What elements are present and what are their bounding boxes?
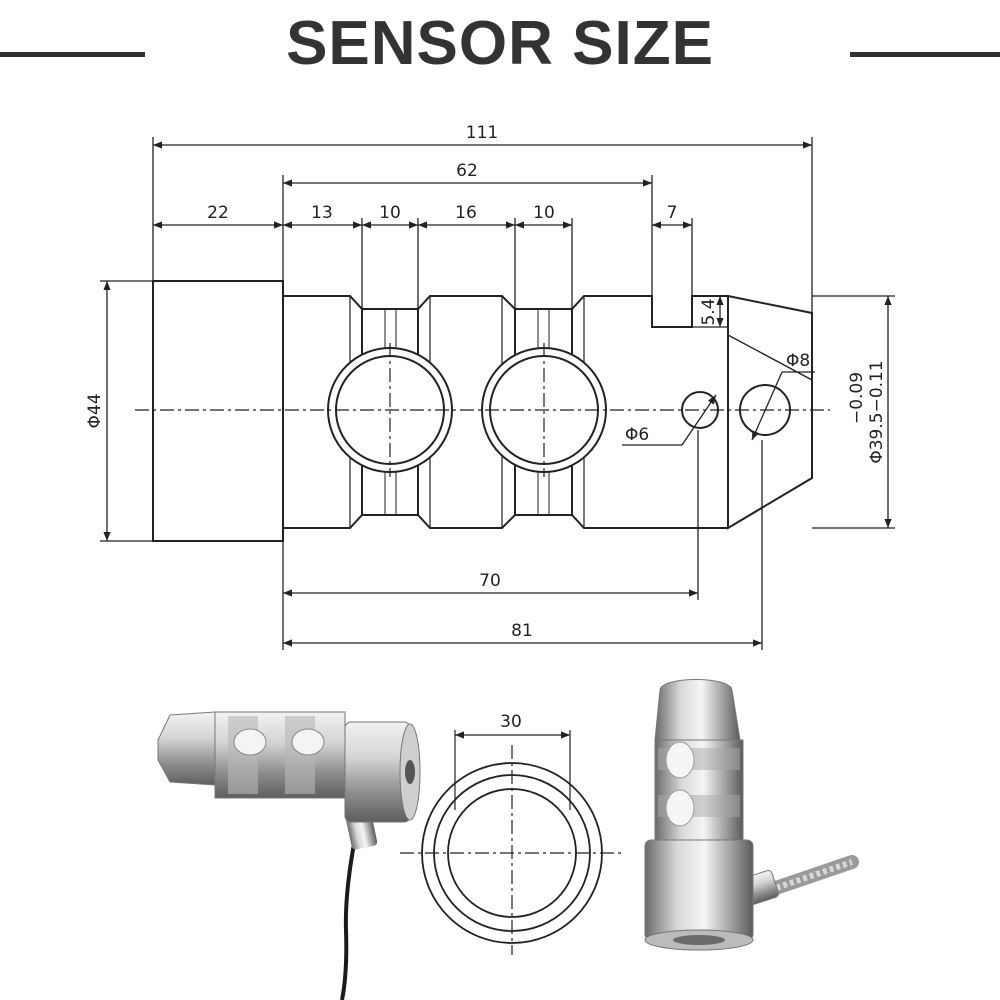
end-view bbox=[421, 730, 603, 944]
dim-phi39-5: Φ39.5−0.11 bbox=[867, 360, 887, 463]
dim-10-a: 10 bbox=[379, 203, 401, 223]
dim-81: 81 bbox=[511, 621, 533, 641]
tapered-nose bbox=[727, 294, 813, 530]
sensor-photo-vertical bbox=[644, 679, 859, 951]
dim-phi8: Φ8 bbox=[786, 351, 810, 371]
dim-phi6: Φ6 bbox=[625, 425, 649, 445]
dim-62: 62 bbox=[456, 161, 478, 181]
dim-22: 22 bbox=[207, 203, 229, 223]
title-rule-right bbox=[850, 52, 1000, 57]
dim-5-4: 5.4 bbox=[699, 298, 719, 325]
sensor-head-vertical bbox=[644, 839, 754, 941]
dim-16: 16 bbox=[455, 203, 477, 223]
title-rule-left bbox=[0, 52, 145, 57]
dim-70: 70 bbox=[479, 571, 501, 591]
sensor-nose bbox=[157, 711, 216, 786]
dim-13: 13 bbox=[311, 203, 333, 223]
dim-7: 7 bbox=[667, 203, 678, 223]
body-top-edge bbox=[283, 295, 728, 328]
center-lines bbox=[135, 343, 830, 477]
page-title: SENSOR SIZE bbox=[286, 9, 714, 78]
sensor-photo-horizontal bbox=[157, 711, 421, 1000]
sensor-nose-vertical bbox=[654, 679, 741, 741]
body-bottom-edge bbox=[283, 514, 728, 529]
dim-30: 30 bbox=[500, 712, 522, 732]
dim-10-b: 10 bbox=[533, 203, 555, 223]
head-block bbox=[152, 280, 284, 542]
dim-phi44: Φ44 bbox=[85, 393, 105, 428]
dimension-lines bbox=[100, 137, 895, 650]
dim-tolerance: −0.09 bbox=[847, 372, 867, 424]
dim-111: 111 bbox=[466, 123, 498, 143]
